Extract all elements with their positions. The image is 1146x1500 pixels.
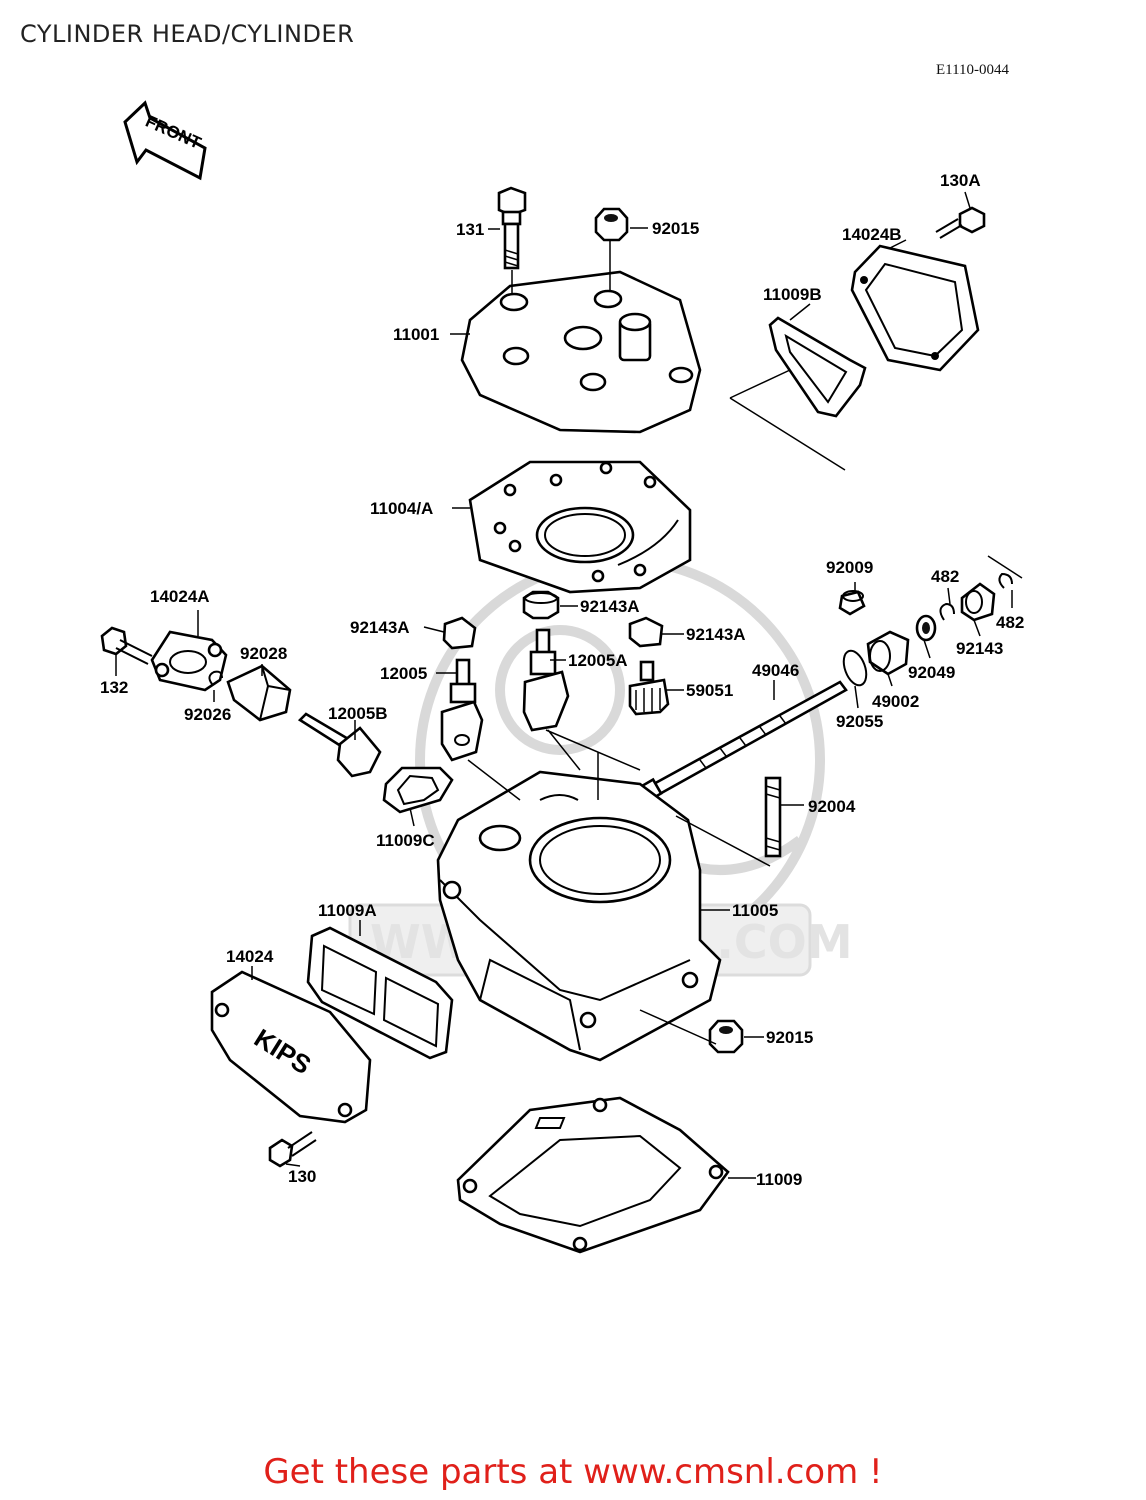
label-11009: 11009 [756, 1170, 802, 1189]
cap-92143A-left [442, 616, 477, 650]
label-130A: 130A [940, 171, 981, 190]
cap-92143A-mid [522, 590, 560, 620]
gasket-11009A [306, 926, 454, 1060]
gear-59051 [628, 660, 670, 716]
kips-cover-14024: KIPS [210, 970, 372, 1124]
diagram-code: E1110-0044 [936, 62, 1010, 78]
cover-14024B [850, 244, 980, 372]
label-14024B: 14024B [842, 225, 902, 244]
shaft-12005 [440, 658, 484, 762]
label-92015-bottom: 92015 [766, 1028, 813, 1047]
gasket-11009B [768, 316, 867, 418]
label-14024: 14024 [226, 947, 274, 966]
label-92026: 92026 [184, 705, 231, 724]
exploded-parts-diagram: WWW.CMSNL.COM FRONT [100, 100, 1024, 1254]
label-11009A: 11009A [318, 901, 377, 920]
rod-12005B [297, 712, 382, 778]
label-11005: 11005 [732, 901, 778, 920]
cover-14024A [150, 630, 228, 692]
label-131: 131 [456, 220, 484, 239]
bolt-132 [100, 626, 153, 665]
label-92143A-left: 92143A [350, 618, 410, 637]
cap-92143 [960, 582, 996, 622]
head-gasket-11004A [468, 460, 692, 594]
front-direction-arrow: FRONT [123, 100, 207, 181]
label-92143A-right: 92143A [686, 625, 746, 644]
label-92049: 92049 [908, 663, 955, 682]
label-49046: 49046 [752, 661, 799, 680]
footer-link[interactable]: Get these parts at www.cmsnl.com ! [263, 1452, 883, 1492]
label-59051: 59051 [686, 681, 733, 700]
label-482-a: 482 [931, 567, 959, 586]
shaft-12005A [522, 628, 570, 732]
clip-92026 [208, 670, 223, 685]
label-92028: 92028 [240, 644, 287, 663]
housing-49002 [866, 630, 910, 676]
bolt-49046 [639, 680, 848, 803]
gasket-11009C [382, 766, 454, 814]
label-11009C: 11009C [376, 831, 435, 850]
cylinder-head-11001 [460, 270, 702, 434]
label-92015-top: 92015 [652, 219, 699, 238]
label-92143: 92143 [956, 639, 1003, 658]
stud-92004 [764, 776, 782, 858]
nut-92015-top [594, 207, 629, 242]
label-12005B: 12005B [328, 704, 388, 723]
leader-lines [115, 191, 1023, 1179]
label-92055: 92055 [836, 712, 883, 731]
label-130: 130 [288, 1167, 316, 1186]
label-92009: 92009 [826, 558, 873, 577]
part-labels: 131 92015 130A 14024B 11009B 11001 11004… [100, 171, 1024, 1189]
label-92004: 92004 [808, 797, 856, 816]
washer-92049 [915, 614, 937, 642]
label-11001: 11001 [393, 325, 439, 344]
label-12005A: 12005A [568, 651, 628, 670]
label-14024A: 14024A [150, 587, 210, 606]
label-132: 132 [100, 678, 128, 697]
screw-92009 [838, 590, 866, 616]
page-title: CYLINDER HEAD/CYLINDER [20, 20, 355, 48]
cylinder-11005 [436, 770, 722, 1062]
bolt-130 [268, 1131, 317, 1168]
label-49002: 49002 [872, 692, 919, 711]
nut-92015-bottom [708, 1019, 744, 1054]
cap-92143A-right [628, 616, 664, 648]
clip-482-a [939, 602, 955, 621]
label-11004A: 11004/A [370, 499, 433, 518]
bolt-130A [935, 206, 986, 239]
label-12005: 12005 [380, 664, 427, 683]
label-92143A-mid: 92143A [580, 597, 640, 616]
label-11009B: 11009B [763, 285, 822, 304]
o-ring-92055 [842, 649, 868, 687]
base-gasket-11009 [456, 1096, 730, 1254]
valve-92028 [226, 664, 292, 722]
clip-482-b [998, 572, 1013, 589]
bolt-131 [497, 186, 527, 270]
label-482-b: 482 [996, 613, 1024, 632]
